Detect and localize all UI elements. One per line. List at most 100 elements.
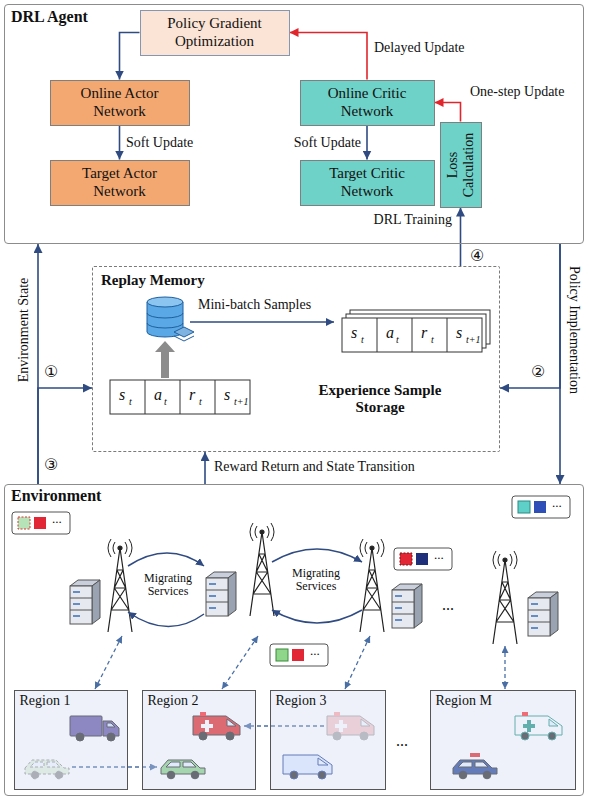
agent-panel: DRL AgentPolicy Gradient OptimizationOnl… [4, 4, 584, 244]
migration-arrow [128, 549, 362, 627]
connector-arrow [500, 244, 560, 388]
service-cache [34, 517, 46, 529]
ellipsis: ... [396, 732, 408, 750]
actor-box: Online Actor Network [50, 80, 190, 126]
region-box: Region 2 [142, 690, 256, 790]
callout-number: ① [44, 363, 58, 381]
edge-label: Reward Return and State Transition [214, 459, 415, 474]
migration-arrow [272, 610, 362, 623]
edge-server [206, 572, 236, 616]
box-label: Loss Calculation [444, 126, 476, 204]
table-subscript: t [164, 396, 167, 407]
actor-box: Target Actor Network [50, 160, 190, 206]
connector-arrow [366, 126, 368, 160]
sample-table [377, 318, 447, 352]
table-cell: s [224, 386, 230, 404]
sample-arrow [190, 322, 334, 323]
cell-tower [360, 539, 384, 632]
cell-tower [493, 551, 517, 644]
edge-label: One-step Update [470, 84, 564, 99]
database-icon [174, 336, 194, 341]
callout-number: ③ [44, 456, 58, 474]
edge-server [392, 584, 422, 628]
storage-table [145, 380, 215, 414]
sample-table [342, 318, 482, 352]
memory-panel: Replay Memory [92, 266, 500, 452]
cell-tower [108, 539, 132, 632]
edge-label: Environment State [16, 278, 31, 383]
table-subscript: t [431, 334, 434, 345]
table-subscript: t [361, 334, 364, 345]
table-cell: a [386, 324, 394, 342]
region-box: Region M [430, 690, 576, 790]
table-subscript: t+1 [234, 396, 249, 407]
storage-table [110, 380, 250, 414]
sample-table [342, 310, 490, 352]
connector-arrow [435, 103, 461, 122]
service-cache [12, 512, 70, 534]
connector-arrow [38, 388, 92, 484]
edge-label: Policy Implementation [566, 266, 581, 394]
critic-box: Target Critic Network [300, 160, 435, 206]
callout-number: ② [531, 363, 545, 381]
panel-title: Region M [436, 693, 492, 709]
loss-box: Loss Calculation [440, 122, 482, 208]
connector-arrow [120, 33, 140, 80]
panel-title: Region 1 [20, 693, 71, 709]
service-cache [276, 649, 288, 661]
cell-tower [250, 523, 274, 616]
table-cell: s [119, 386, 125, 404]
arrow-label: Mini-batch Samples [198, 297, 311, 312]
ellipsis: ... [310, 644, 320, 658]
box-label: Policy Gradient Optimization [151, 15, 279, 50]
table-subscript: t+1 [466, 334, 481, 345]
link-arrow [504, 646, 505, 689]
migration-label: Migrating Services [136, 572, 200, 598]
process-box: Policy Gradient Optimization [140, 10, 290, 56]
panel-title: Environment [11, 487, 101, 505]
sample-arrow [190, 321, 334, 323]
table-cell: r [189, 386, 195, 404]
connector-arrow [290, 33, 368, 80]
ellipsis: ... [552, 496, 562, 510]
box-label: Online Critic Network [311, 85, 424, 120]
environment-panel: EnvironmentRegion 1 Region 2 Region 3 Regio… [4, 484, 584, 796]
service-cache [512, 496, 570, 518]
link-arrow [345, 636, 370, 689]
service-cache [12, 496, 570, 666]
panel-title: Region 3 [276, 693, 327, 709]
storage-label: Experience Sample Storage [300, 382, 460, 415]
connector-arrow [204, 452, 206, 484]
edge-label: Soft Update [126, 135, 193, 150]
table-subscript: t [396, 334, 399, 345]
edge-server [70, 580, 100, 624]
service-cache [18, 517, 30, 529]
edge-label: Delayed Update [374, 40, 465, 55]
region-box: Region 1 [14, 690, 128, 790]
edge-server [528, 592, 558, 636]
region-box: Region 3 [270, 690, 386, 790]
cell-tower [108, 523, 517, 644]
ellipsis: ... [434, 548, 444, 562]
service-cache [518, 501, 530, 513]
database-icon [147, 297, 183, 307]
table-cell: a [154, 386, 162, 404]
callout-number: ④ [470, 247, 484, 265]
service-cache [400, 553, 412, 565]
service-cache [416, 553, 428, 565]
database-icon [147, 313, 183, 328]
table-cell: s [351, 324, 357, 342]
migration-arrow [128, 553, 204, 566]
critic-box: Online Critic Network [300, 80, 435, 126]
storage-table [110, 380, 250, 414]
migration-arrow [272, 549, 362, 562]
box-label: Online Actor Network [61, 85, 179, 120]
box-label: Target Critic Network [311, 165, 424, 200]
database-icon [147, 297, 194, 341]
box-label: Target Actor Network [61, 165, 179, 200]
service-cache [292, 649, 304, 661]
migration-label: Migrating Services [284, 567, 348, 593]
table-subscript: t [129, 396, 132, 407]
migration-arrow [128, 612, 204, 627]
